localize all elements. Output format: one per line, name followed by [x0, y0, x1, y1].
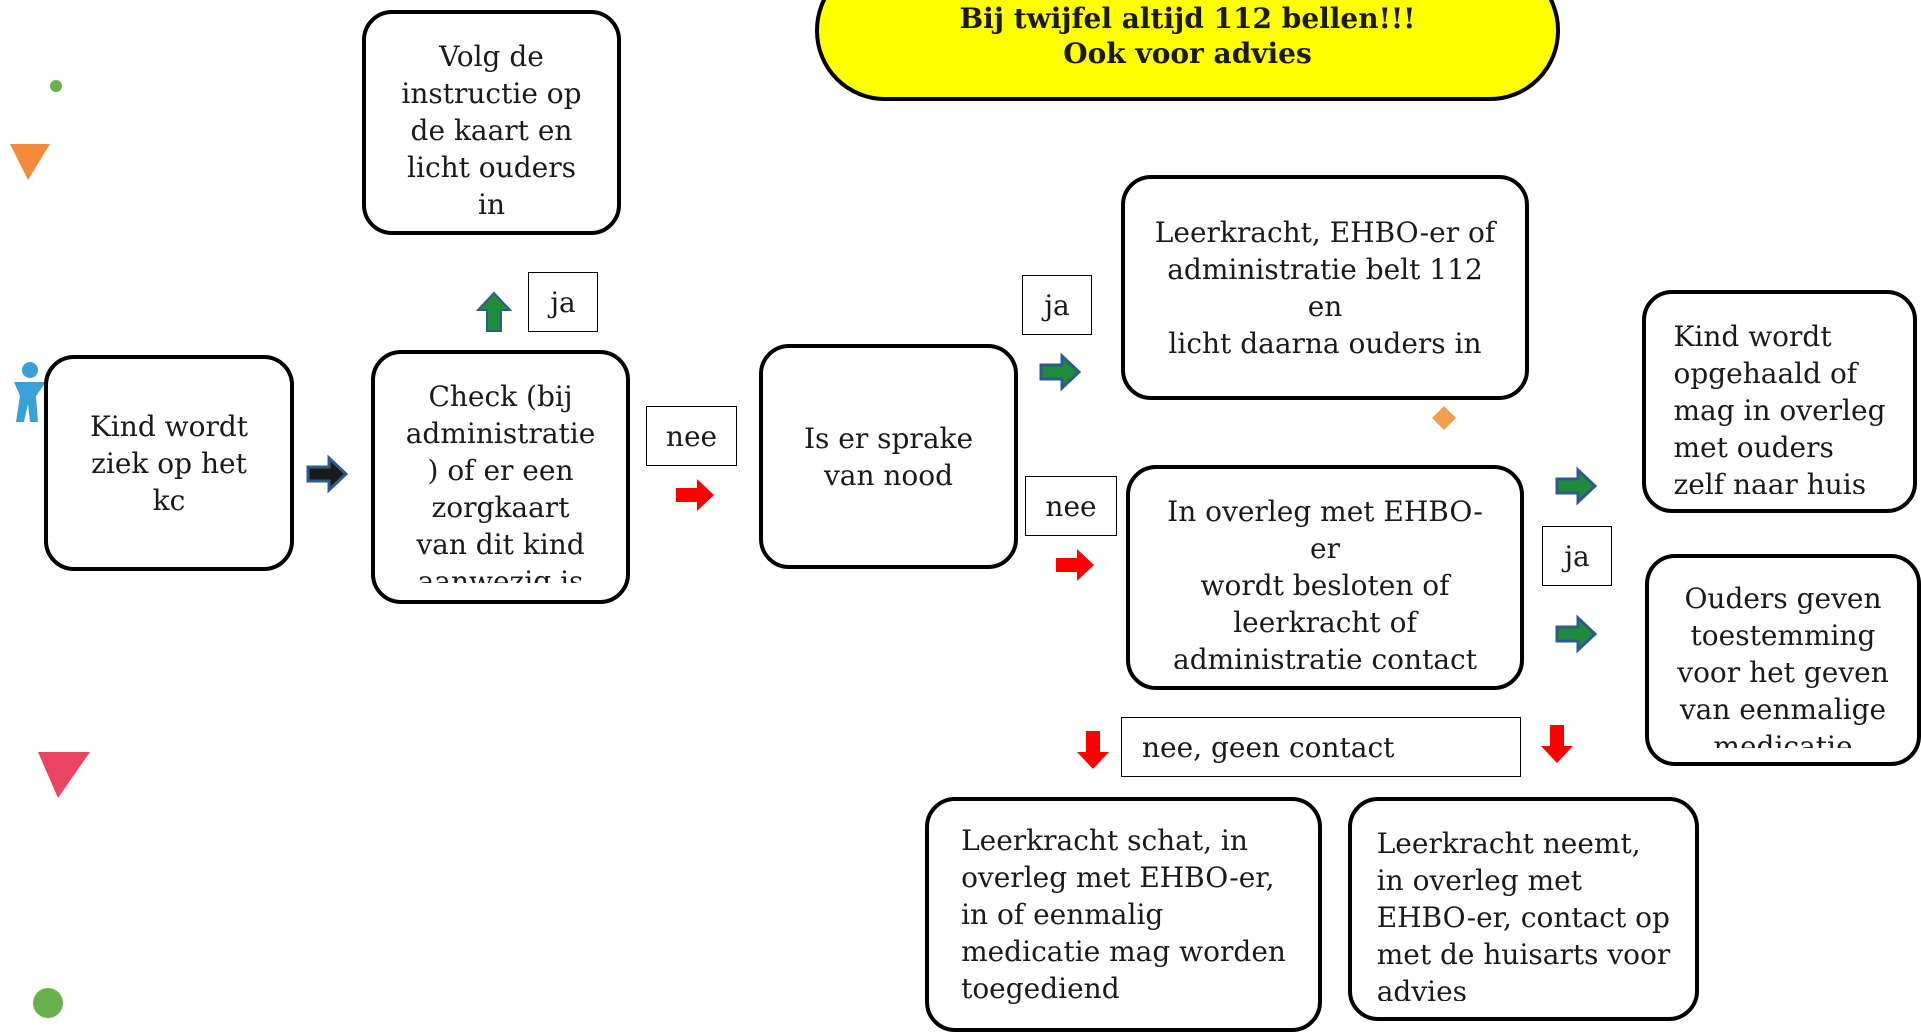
arrow-down-icon: [1077, 731, 1109, 769]
arrow-right-icon: [676, 479, 714, 511]
node-pickup: Kind wordt opgehaald of mag in overleg m…: [1642, 290, 1917, 513]
arrow-right-icon: [1555, 466, 1598, 506]
diamond-icon: [1432, 406, 1456, 430]
edge-label-nee-2: nee: [1025, 476, 1117, 536]
node-teacher-gp-text: Leerkracht neemt, in overleg met EHBO-er…: [1376, 827, 1671, 1001]
arrow-up-icon: [475, 291, 513, 332]
node-pickup-text: Kind wordt opgehaald of mag in overleg m…: [1673, 320, 1886, 494]
edge-label-ja-2: ja: [1022, 275, 1092, 335]
arrow-right-icon: [1555, 614, 1598, 654]
banner-line-1: Bij twijfel altijd 112 bellen!!!: [959, 2, 1416, 35]
arrow-right-icon: [306, 454, 349, 494]
node-teacher-assess: Leerkracht schat, in overleg met EHBO-er…: [925, 797, 1322, 1032]
green-dot-icon: [50, 80, 62, 92]
node-emergency-question: Is er sprake van nood: [759, 344, 1018, 569]
node-consult-text: In overleg met EHBO-er wordt besloten of…: [1167, 495, 1483, 669]
arrow-right-icon: [1056, 549, 1094, 581]
node-teacher-gp: Leerkracht neemt, in overleg met EHBO-er…: [1348, 797, 1699, 1021]
node-permission-text: Ouders geven toestemming voor het geven …: [1677, 582, 1889, 748]
edge-label-ja-up: ja: [528, 272, 598, 332]
orange-triangle-icon: [10, 144, 50, 180]
node-teacher-assess-text: Leerkracht schat, in overleg met EHBO-er…: [961, 824, 1286, 1005]
node-start: Kind wordt ziek op het kc: [44, 355, 294, 571]
node-instruction: Volg de instructie op de kaart en licht …: [362, 10, 621, 235]
edge-label-nee-1: nee: [646, 406, 737, 466]
node-instruction-text: Volg de instructie op de kaart en licht …: [401, 40, 582, 214]
node-permission: Ouders geven toestemming voor het geven …: [1645, 554, 1921, 766]
node-emergency-question-text: Is er sprake van nood: [803, 421, 974, 492]
node-consult: In overleg met EHBO-er wordt besloten of…: [1126, 465, 1524, 690]
green-circle-icon: [33, 988, 63, 1018]
node-call-112-text: Leerkracht, EHBO-er of administratie bel…: [1154, 215, 1496, 360]
arrow-down-icon: [1541, 725, 1573, 763]
edge-label-ja-3: ja: [1542, 526, 1612, 586]
node-check-text: Check (bij administratie ) of er een zor…: [405, 380, 596, 583]
node-start-text: Kind wordt ziek op het kc: [89, 409, 249, 517]
banner-line-2: Ook voor advies: [1063, 37, 1312, 70]
warning-banner: Bij twijfel altijd 112 bellen!!! Ook voo…: [815, 0, 1560, 101]
arrow-right-icon: [1039, 352, 1082, 392]
node-check: Check (bij administratie ) of er een zor…: [371, 350, 630, 604]
pink-triangle-icon: [38, 752, 90, 798]
edge-label-nee-contact: nee, geen contact: [1121, 717, 1521, 777]
figure-icon: [14, 362, 46, 422]
node-call-112: Leerkracht, EHBO-er of administratie bel…: [1121, 175, 1529, 400]
